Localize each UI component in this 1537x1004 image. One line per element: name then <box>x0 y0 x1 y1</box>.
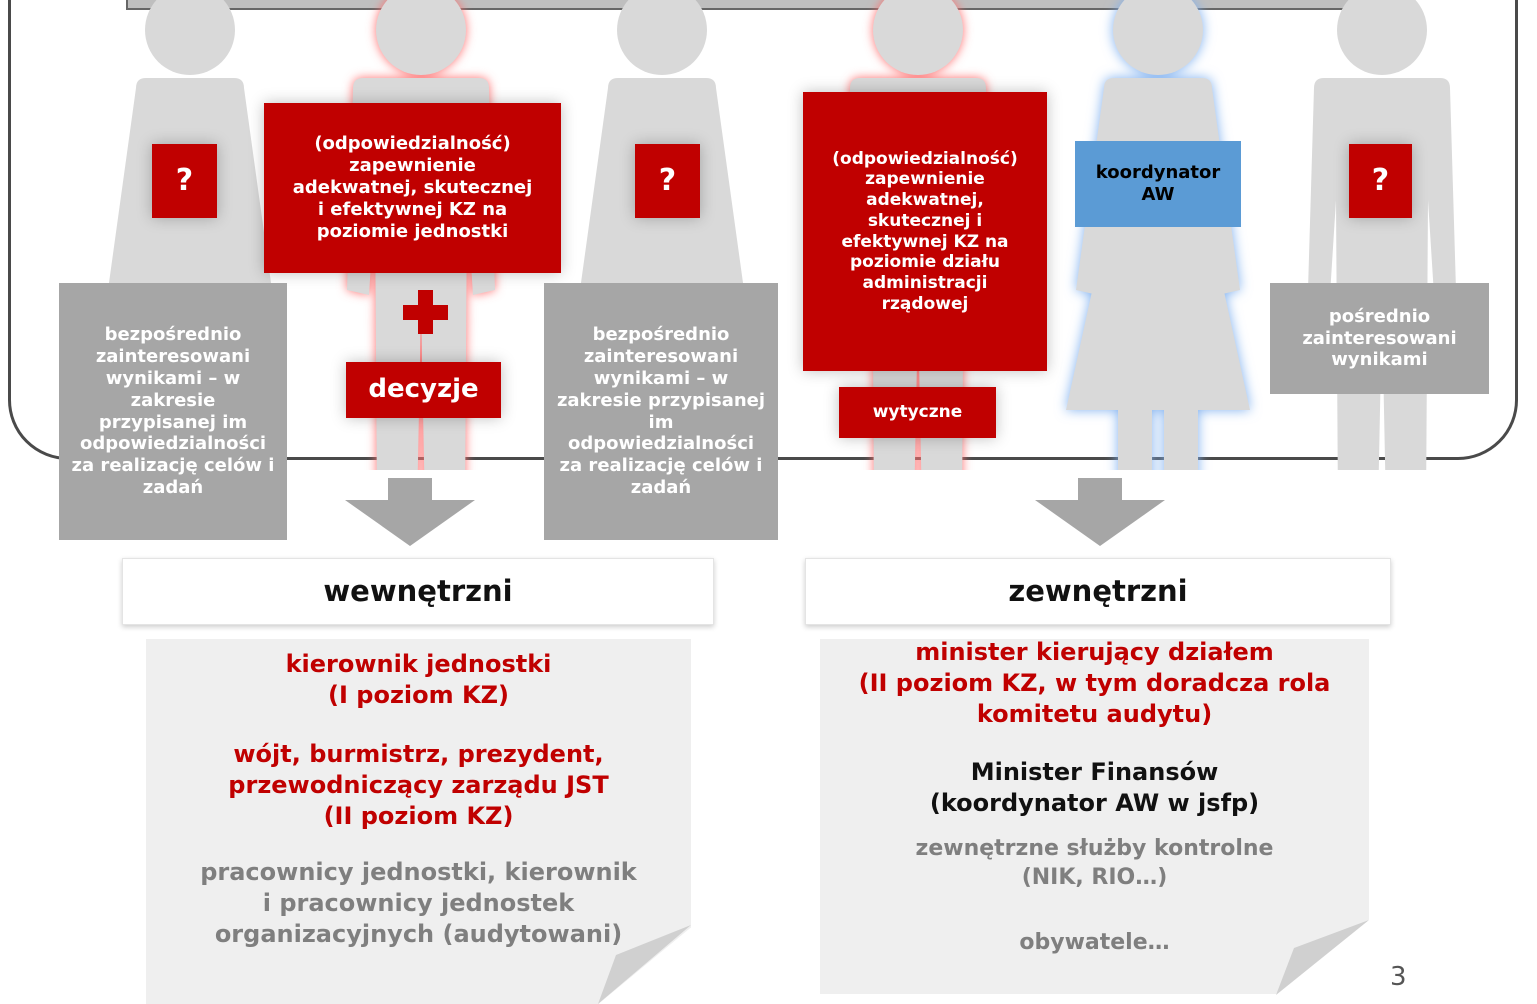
department-responsibility-box: (odpowiedzialność) zapewnienie adekwatne… <box>803 92 1047 371</box>
person-icon <box>1308 0 1456 470</box>
citizens-line: obywatele… <box>1019 930 1170 955</box>
down-arrow-icon <box>345 478 475 546</box>
staff-line: pracownicy jednostki, kierownik <box>200 858 637 886</box>
unit-responsibility-box: (odpowiedzialność) zapewnienie adekwatne… <box>264 103 561 273</box>
guidelines-text: wytyczne <box>872 402 963 423</box>
local-officials-line: przewodniczący zarządu JST <box>228 771 609 800</box>
head-of-unit-level: (I poziom KZ) <box>328 681 509 710</box>
decisions-text: decyzje <box>368 374 479 405</box>
indirectly-interested-box: pośrednio zainteresowani wynikami <box>1270 283 1489 394</box>
minister-line: komitetu audytu) <box>976 700 1213 729</box>
middle-unknown-box: ? <box>635 144 700 218</box>
local-officials-level: (II poziom KZ) <box>323 802 514 831</box>
female-person-icon <box>1066 0 1250 470</box>
left-interested-text: bezpośrednio zainteresowani wynikami – w… <box>71 323 275 499</box>
right-unknown-box: ? <box>1349 144 1412 218</box>
department-responsibility-text: (odpowiedzialność) zapewnienie adekwatne… <box>832 148 1018 314</box>
decisions-box: decyzje <box>346 362 501 418</box>
guidelines-box: wytyczne <box>839 387 996 438</box>
external-title: zewnętrzni <box>1008 573 1188 608</box>
finance-minister-line: Minister Finansów <box>970 758 1219 786</box>
aw-coordinator-box: koordynator AW <box>1075 141 1241 227</box>
minister-line: (II poziom KZ, w tym doradcza rola <box>858 669 1331 698</box>
external-header: zewnętrzni <box>805 558 1391 625</box>
minister-line: minister kierujący działem <box>915 638 1274 666</box>
local-officials-line: wójt, burmistrz, prezydent, <box>233 740 604 768</box>
question-mark: ? <box>658 162 677 198</box>
question-mark: ? <box>175 162 194 198</box>
staff-line: i pracownicy jednostek <box>262 889 575 918</box>
internal-title: wewnętrzni <box>323 573 513 608</box>
left-unknown-box: ? <box>152 144 217 218</box>
control-services-line: (NIK, RIO…) <box>1021 864 1168 890</box>
middle-interested-box: bezpośrednio zainteresowani wynikami – w… <box>544 283 778 540</box>
people-layer <box>98 0 1456 470</box>
down-arrow-icon <box>1035 478 1165 546</box>
external-note: minister kierujący działem (II poziom KZ… <box>820 639 1369 994</box>
control-services-line: zewnętrzne służby kontrolne <box>915 836 1274 861</box>
indirectly-interested-text: pośrednio zainteresowani wynikami <box>1302 305 1457 371</box>
head-of-unit: kierownik jednostki <box>285 650 552 678</box>
internal-note: kierownik jednostki (I poziom KZ) wójt, … <box>146 639 691 1004</box>
page-number: 3 <box>1390 962 1407 992</box>
finance-minister-line: (koordynator AW w jsfp) <box>929 789 1260 818</box>
staff-line: organizacyjnych (audytowani) <box>214 920 623 949</box>
middle-interested-text: bezpośrednio zainteresowani wynikami – w… <box>556 323 766 499</box>
plus-icon <box>403 290 448 334</box>
left-interested-box: bezpośrednio zainteresowani wynikami – w… <box>59 283 287 540</box>
question-mark: ? <box>1371 162 1390 198</box>
internal-header: wewnętrzni <box>122 558 714 625</box>
aw-coordinator-text: koordynator AW <box>1095 162 1221 205</box>
page-curl-icon <box>1276 920 1369 995</box>
unit-responsibility-text: (odpowiedzialność) zapewnienie adekwatne… <box>292 133 533 242</box>
page-curl-icon <box>598 925 691 1004</box>
